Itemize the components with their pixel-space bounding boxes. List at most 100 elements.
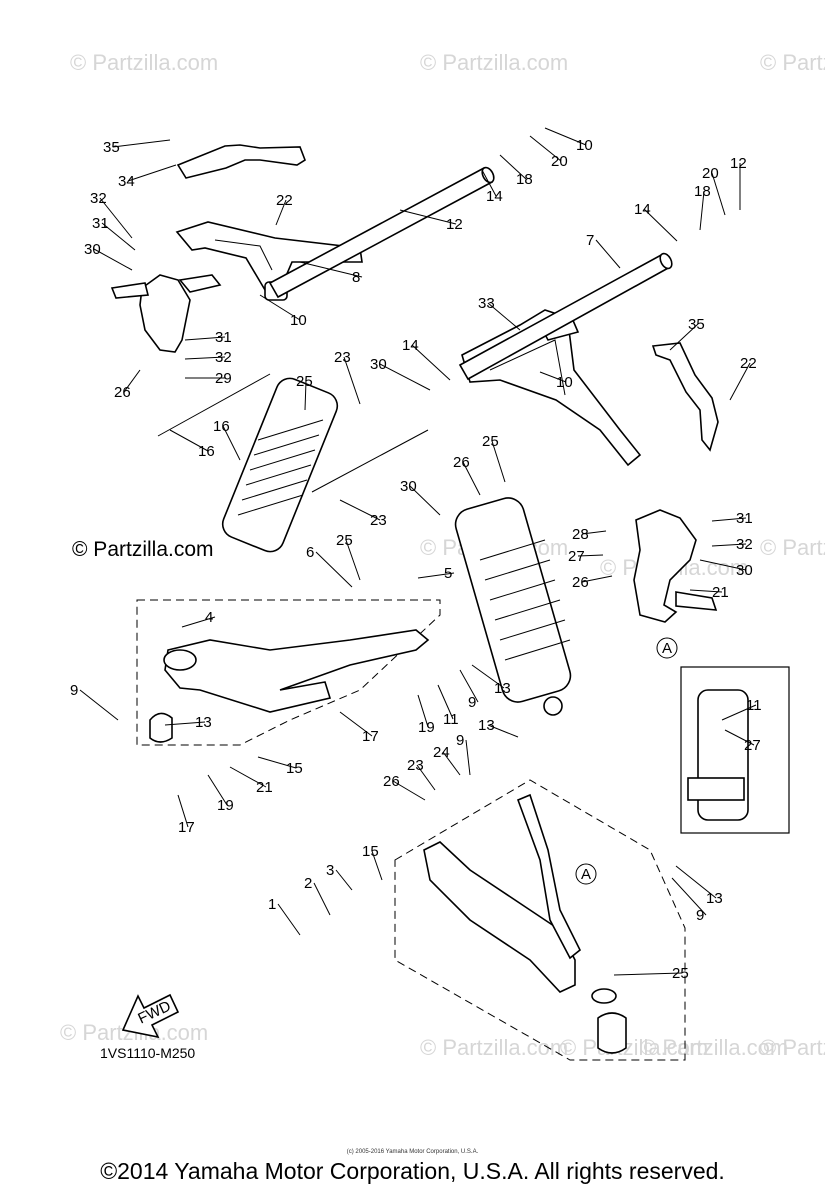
callout-number: 31 [736, 510, 753, 527]
leader-line [417, 694, 429, 728]
leader-line [123, 369, 141, 393]
leader-line [671, 877, 707, 916]
leader-line [181, 616, 216, 628]
callout-number: 27 [568, 548, 585, 565]
callout-number: 4 [205, 609, 213, 626]
callout-number: 2 [304, 875, 312, 892]
leader-line [222, 425, 241, 461]
callout-number: 14 [634, 201, 651, 218]
callout-number: 7 [586, 232, 594, 249]
leader-line [689, 589, 723, 593]
leader-line [127, 164, 177, 182]
leader-line [711, 172, 726, 216]
leader-line [207, 774, 228, 806]
leader-line [257, 756, 297, 769]
callout-number: 23 [334, 349, 351, 366]
callout-number: 6 [306, 544, 314, 561]
callout-number: 28 [572, 526, 589, 543]
leader-line [411, 344, 451, 381]
callout-number: 16 [213, 418, 230, 435]
leader-line [184, 356, 226, 360]
leader-line [339, 711, 373, 737]
callout-number: 26 [114, 384, 131, 401]
callout-number: 21 [712, 584, 729, 601]
pivot-tubes [268, 166, 673, 381]
leader-line [491, 440, 506, 483]
leader-line [335, 869, 353, 891]
callout-number: 34 [118, 173, 135, 190]
leader-line [539, 371, 567, 383]
leader-line [299, 261, 363, 278]
callout-number: 35 [688, 316, 705, 333]
watermark-text: © Partzilla.com [420, 50, 568, 75]
callout-number: 9 [456, 732, 464, 749]
callout-number: 25 [672, 965, 689, 982]
leader-line [417, 572, 455, 579]
callout-number: 9 [696, 907, 704, 924]
leader-line [93, 248, 133, 271]
watermark-text: © Partzilla.com [560, 1035, 708, 1060]
leader-line [462, 461, 481, 496]
callout-number: 35 [103, 139, 120, 156]
leader-line [112, 139, 171, 148]
callout-number: 25 [336, 532, 353, 549]
callout-number: 14 [402, 337, 419, 354]
callout-number: 22 [740, 355, 757, 372]
callout-number: 32 [736, 536, 753, 553]
callout-number: 13 [494, 680, 511, 697]
callout-layer: 3534323130228121014182010141820127333522… [70, 127, 762, 982]
watermark-layer: © Partzilla.com© Partzilla.com© Partzill… [60, 50, 825, 1060]
callout-number: 25 [296, 373, 313, 390]
watermark-text: © Partzilla.com [420, 1035, 568, 1060]
leader-line [379, 363, 431, 391]
callout-number: 17 [178, 819, 195, 836]
watermark-text: © Partzilla.com [760, 535, 825, 560]
shock-absorber-left [221, 377, 339, 553]
partzilla-brand: © Partzilla.com [72, 538, 214, 561]
leader-line [581, 530, 607, 535]
leader-line [481, 169, 497, 197]
brake-hose-guards [176, 144, 719, 452]
detail-marker-circle [575, 863, 597, 885]
steering-knuckle-right [633, 509, 718, 623]
callout-number: 26 [383, 773, 400, 790]
leader-line [595, 239, 621, 269]
callout-number: 14 [486, 188, 503, 205]
leader-line [229, 766, 267, 788]
callout-number: 33 [478, 295, 495, 312]
callout-number: 1 [268, 896, 276, 913]
callout-number: 17 [362, 728, 379, 745]
leader-line [304, 380, 307, 411]
callout-number: 12 [446, 216, 463, 233]
leader-line [101, 222, 136, 251]
leader-line [729, 362, 751, 401]
watermark-text: © Partzilla.com [640, 1035, 788, 1060]
callout-number: 25 [482, 433, 499, 450]
callout-number: 20 [702, 165, 719, 182]
leader-line [711, 517, 747, 522]
leader-line [315, 551, 353, 588]
callout-number: 30 [370, 356, 387, 373]
watermark-text: © Partzilla.com [760, 1035, 825, 1060]
leader-line [699, 190, 705, 231]
callout-number: 24 [433, 744, 450, 761]
leader-line [164, 721, 206, 726]
callout-number: 27 [744, 737, 761, 754]
leader-line [459, 669, 479, 703]
leader-line [442, 751, 461, 776]
leader-line [275, 199, 287, 226]
callout-number: 10 [290, 312, 307, 329]
shock-absorber-right [454, 497, 572, 716]
leader-line [343, 356, 361, 405]
leader-line [577, 554, 604, 557]
leader-line [581, 575, 613, 583]
callout-number: 15 [362, 843, 379, 860]
leader-line [487, 724, 519, 738]
callout-number: 23 [407, 757, 424, 774]
callout-number: 13 [706, 890, 723, 907]
callout-number: 30 [400, 478, 417, 495]
callout-number: 32 [90, 190, 107, 207]
copyright-text: ©2014 Yamaha Motor Corporation, U.S.A. A… [100, 1158, 725, 1184]
leader-line [313, 882, 331, 916]
callout-number: 19 [217, 797, 234, 814]
